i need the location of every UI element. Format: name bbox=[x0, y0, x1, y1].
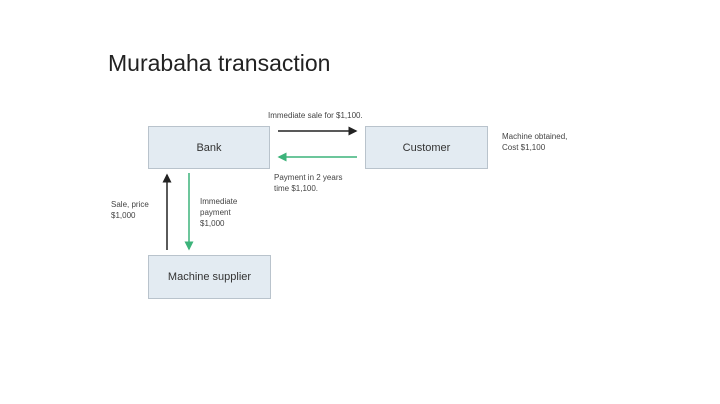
customer-node: Customer bbox=[365, 126, 488, 169]
payment-from-customer-label: Payment in 2 years time $1,100. bbox=[274, 173, 343, 193]
machine-supplier-node: Machine supplier bbox=[148, 255, 271, 299]
customer-label: Customer bbox=[402, 141, 451, 154]
bank-node: Bank bbox=[148, 126, 270, 169]
immediate-payment-label: Immediate payment $1,000 bbox=[200, 197, 238, 228]
sale-price-label: Sale, price $1,000 bbox=[111, 200, 149, 220]
bank-label: Bank bbox=[196, 141, 222, 154]
customer-note-label: Machine obtained, Cost $1,100 bbox=[502, 132, 568, 152]
machine-supplier-label: Machine supplier bbox=[167, 271, 252, 283]
sale-to-customer-label: Immediate sale for $1,100. bbox=[268, 111, 363, 120]
slide-title: Murabaha transaction bbox=[108, 50, 331, 76]
